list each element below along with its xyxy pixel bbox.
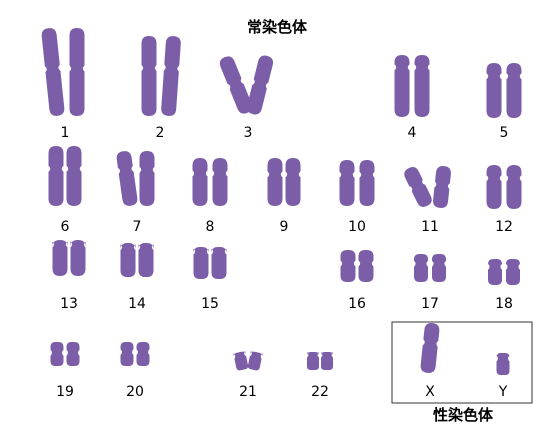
chromosome-15-right [211,247,227,279]
chromosome-labels: 1 2 3 4 5 6 7 8 9 10 11 12 13 14 15 16 1… [56,125,513,400]
chromosome-label-19: 19 [56,384,74,400]
chromosome-20-left [120,342,134,366]
chromosome-label-3: 3 [244,125,253,141]
chromosome-label-16: 16 [348,296,366,312]
chromosome-label-14: 14 [128,296,146,312]
chromosome-label-4: 4 [408,125,417,141]
chromosome-label-10: 10 [348,219,366,235]
chromosome-17-left [414,254,428,282]
chromosome-15-left [193,247,209,279]
chromosome-label-13: 13 [60,296,78,312]
chromosome-5-left [486,63,502,118]
chromosome-19-left [50,342,64,366]
chromosome-9-right [285,158,301,206]
chromosome-label-22: 22 [311,384,329,400]
chromosome-x [420,323,440,373]
chromosome-label-20: 20 [126,384,144,400]
chromosome-layer [41,28,522,375]
chromosome-label-y: Y [498,384,508,400]
chromosome-label-2: 2 [156,125,165,141]
chromosome-11-right [433,166,451,208]
chromosome-22-left [307,351,319,370]
chromosome-4-left [394,55,410,117]
chromosome-label-17: 17 [421,296,439,312]
chromosome-10-right [359,160,375,206]
chromosome-20-right [136,342,150,366]
chromosome-12-left [486,165,502,209]
chromosome-14-right [138,243,154,277]
chromosome-14-left [120,243,136,277]
sex-chromosome-heading: 性染色体 [433,406,494,424]
chromosome-8-left [192,158,208,206]
chromosome-label-12: 12 [495,219,513,235]
chromosome-7-left [116,151,138,206]
chromosome-21-left [233,350,249,371]
chromosome-3-left [219,56,253,114]
chromosome-9-left [267,158,283,206]
chromosome-label-5: 5 [500,125,509,141]
chromosome-8-right [212,158,228,206]
chromosome-label-1: 1 [61,125,70,141]
chromosome-label-9: 9 [280,219,289,235]
chromosome-4-right [414,55,430,117]
chromosome-1-left [41,28,65,116]
chromosome-2-right [161,36,181,116]
chromosome-18-right [506,259,520,285]
chromosome-1-right [69,28,85,116]
chromosome-19-right [66,342,80,366]
chromosome-13-right [70,240,86,276]
chromosome-5-right [506,63,522,118]
autosome-heading: 常染色体 [247,18,308,36]
chromosome-11-left [404,167,432,207]
chromosome-21-right [247,350,263,371]
chromosome-label-6: 6 [61,219,70,235]
chromosome-2-left [141,36,157,116]
chromosome-label-11: 11 [421,219,439,235]
chromosome-label-7: 7 [133,219,142,235]
chromosome-label-21: 21 [239,384,257,400]
chromosome-6-right [66,146,82,206]
chromosome-label-18: 18 [495,296,513,312]
chromosome-17-right [432,254,446,282]
sex-chromosome-box [391,321,533,404]
chromosome-12-right [506,165,522,209]
chromosome-7-right [139,151,155,206]
chromosome-3-right [246,55,274,115]
chromosome-22-right [321,351,333,370]
chromosome-18-left [488,259,502,285]
chromosome-6-left [48,146,64,206]
chromosome-10-left [339,160,355,206]
chromosome-13-left [52,240,68,276]
chromosome-label-8: 8 [206,219,215,235]
chromosome-label-x: X [425,384,435,400]
chromosome-16-right [358,250,374,282]
chromosome-16-left [340,250,356,282]
chromosome-y [496,353,510,375]
chromosome-label-15: 15 [201,296,219,312]
